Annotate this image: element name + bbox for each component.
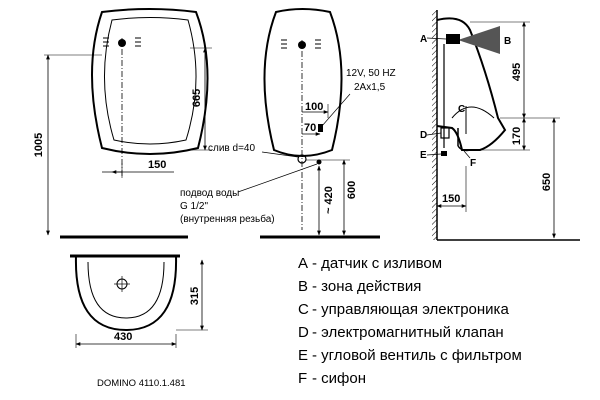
callout-b: B xyxy=(504,36,511,47)
callout-f: F xyxy=(470,158,476,169)
legend-item: E- угловой вентиль с фильтром xyxy=(298,344,598,367)
top-depth-dim: 315 xyxy=(189,287,201,305)
legend-text: - датчик с изливом xyxy=(312,255,443,272)
callout-a: A xyxy=(420,34,427,45)
profile-dim-650: 650 xyxy=(541,173,553,191)
front-total-height-dim: 1005 xyxy=(33,133,45,157)
solenoid-valve xyxy=(440,127,450,139)
power-spec-line2: 2Ax1,5 xyxy=(354,82,386,93)
profile-dim-170: 170 xyxy=(511,127,523,145)
legend-item: C- управляющая электроника xyxy=(298,298,598,321)
water-label-line1: подвод воды xyxy=(180,188,239,199)
urinal-profile-inner xyxy=(451,106,495,119)
legend-key: E xyxy=(298,347,309,364)
rear-outline xyxy=(263,8,343,157)
top-inner xyxy=(87,261,165,319)
legend-text: - зона действия xyxy=(312,278,422,295)
angle-valve xyxy=(441,151,447,156)
profile-view: A B C D E F 495 170 650 150 xyxy=(420,10,580,241)
legend-key: C xyxy=(298,301,309,318)
side-section-view: 12V, 50 HZ 2Ax1,5 100 70 слив d=40 подво… xyxy=(180,8,396,239)
sensor-zone xyxy=(458,26,500,54)
model-label: DOMINO 4110.1.481 xyxy=(97,378,186,389)
drain-label: слив d=40 xyxy=(208,143,255,154)
callout-c: C xyxy=(458,104,465,115)
rear-sensor-marks xyxy=(281,39,321,49)
front-view: 1005 665 150 xyxy=(33,8,212,239)
profile-dim-150: 150 xyxy=(442,193,460,205)
top-width-dim: 430 xyxy=(114,331,132,343)
callout-e: E xyxy=(420,150,427,161)
side-dim-100: 100 xyxy=(305,101,323,113)
legend-item: B- зона действия xyxy=(298,275,598,298)
legend-item: D- электромагнитный клапан xyxy=(298,321,598,344)
drain-outlet xyxy=(297,154,307,164)
side-dim-70: 70 xyxy=(304,122,316,134)
legend-key: B xyxy=(298,278,309,295)
water-label-line3: (внутренняя резьба) xyxy=(180,213,275,225)
side-dim-420: ~ 420 xyxy=(323,186,335,214)
front-bowl-outer xyxy=(91,8,209,155)
legend: A- датчик с изливом B- зона действия C- … xyxy=(298,252,598,390)
sensor-head xyxy=(446,34,460,44)
electronics-box xyxy=(318,124,323,132)
legend-key: D xyxy=(298,324,309,341)
legend-item: F- сифон xyxy=(298,367,598,390)
water-inlet xyxy=(316,159,322,165)
top-view: 315 430 xyxy=(70,254,208,348)
urinal-profile xyxy=(436,17,507,151)
side-dim-600: 600 xyxy=(346,181,358,199)
front-bowl-inner xyxy=(104,17,197,145)
legend-text: - угловой вентиль с фильтром xyxy=(312,347,522,364)
legend-key: A xyxy=(298,255,309,272)
front-sensor-marks xyxy=(103,37,141,47)
profile-dim-495: 495 xyxy=(511,63,523,81)
wall-hatch xyxy=(432,10,437,240)
legend-item: A- датчик с изливом xyxy=(298,252,598,275)
callout-d: D xyxy=(420,130,427,141)
legend-key: F xyxy=(298,370,308,387)
legend-text: - управляющая электроника xyxy=(312,301,509,318)
power-spec-line1: 12V, 50 HZ xyxy=(346,68,396,79)
water-label-line2: G 1/2" xyxy=(180,201,208,212)
top-outline xyxy=(74,255,178,332)
legend-text: - сифон xyxy=(312,370,367,387)
siphon xyxy=(457,145,471,152)
front-height-dim: 665 xyxy=(191,89,203,107)
front-outlet-offset-dim: 150 xyxy=(148,159,166,171)
legend-text: - электромагнитный клапан xyxy=(312,324,504,341)
